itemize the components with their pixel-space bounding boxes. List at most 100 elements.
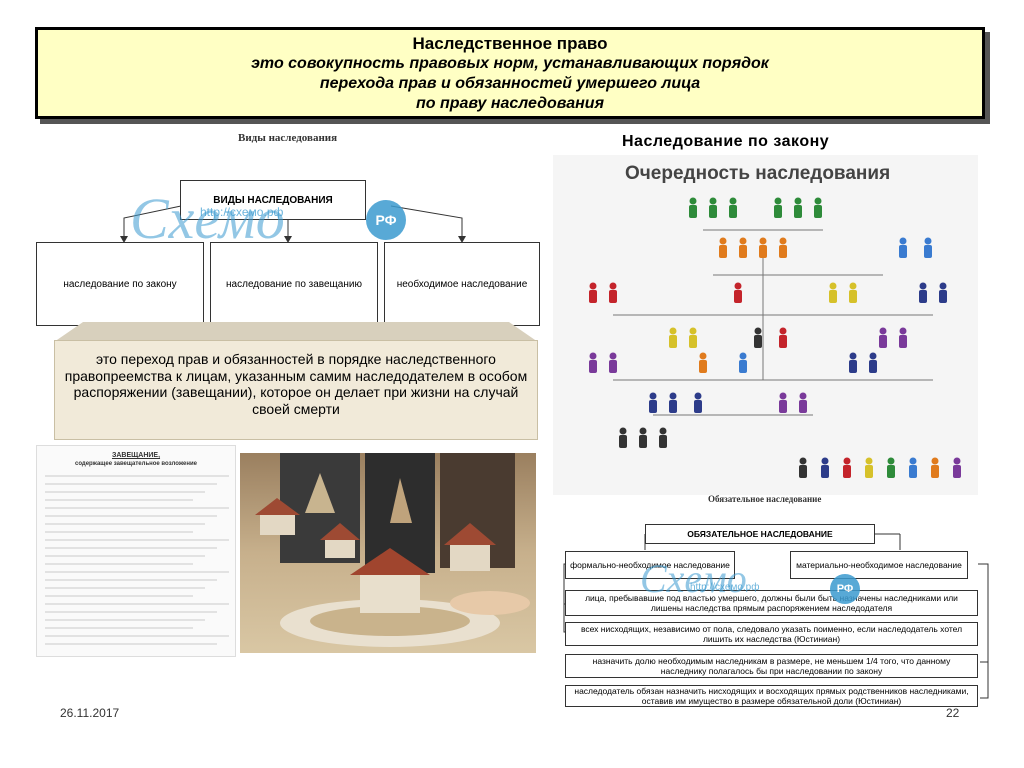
person-body: [669, 400, 677, 413]
person-body: [649, 400, 657, 413]
person-head: [589, 282, 597, 290]
person-head: [779, 237, 787, 245]
person-body: [694, 400, 702, 413]
definition-connector: [54, 322, 538, 342]
person-head: [887, 457, 895, 465]
person-head: [649, 392, 657, 400]
person-head: [709, 197, 717, 205]
houses-illustration: [255, 453, 530, 647]
person-head: [794, 197, 802, 205]
type-by-will: наследование по завещанию: [210, 242, 378, 326]
person-body: [939, 290, 947, 303]
person-body: [899, 245, 907, 258]
person-body: [899, 335, 907, 348]
person-head: [931, 457, 939, 465]
person-body: [589, 290, 597, 303]
person-body: [609, 360, 617, 373]
person-body: [887, 465, 895, 478]
person-head: [694, 392, 702, 400]
types-caption: Виды наследования: [238, 132, 338, 144]
person-body: [709, 205, 717, 218]
types-connectors: [120, 205, 466, 243]
definition-text: это переход прав и обязанностей в порядк…: [54, 340, 538, 440]
person-head: [659, 427, 667, 435]
person-body: [739, 360, 747, 373]
obligatory-caption: Обязательное наследование: [708, 494, 822, 504]
person-body: [865, 465, 873, 478]
person-body: [669, 335, 677, 348]
watermark-logo: Схемо: [130, 186, 285, 251]
person-head: [774, 197, 782, 205]
inheritance-order-panel: Очередность наследования: [553, 155, 978, 495]
person-body: [619, 435, 627, 448]
slide-number: 22: [946, 706, 960, 720]
person-head: [759, 237, 767, 245]
person-body: [734, 290, 742, 303]
obligatory-item-2: всех нисходящих, независимо от пола, сле…: [565, 622, 978, 646]
person-head: [869, 352, 877, 360]
person-body: [774, 205, 782, 218]
right-panel-title: Наследование по закону: [622, 133, 830, 150]
person-head: [924, 237, 932, 245]
person-head: [699, 352, 707, 360]
person-head: [829, 282, 837, 290]
person-body: [639, 435, 647, 448]
slide-date: 26.11.2017: [60, 706, 120, 720]
person-body: [699, 360, 707, 373]
person-head: [739, 237, 747, 245]
person-head: [609, 352, 617, 360]
obligatory-formal: формально-необходимое наследование: [565, 551, 735, 579]
person-head: [953, 457, 961, 465]
person-body: [729, 205, 737, 218]
person-body: [794, 205, 802, 218]
watermark-link: http://схемо.рф: [200, 205, 284, 219]
person-body: [754, 335, 762, 348]
person-body: [879, 335, 887, 348]
person-head: [899, 327, 907, 335]
will-document-lines: [45, 475, 229, 645]
person-head: [729, 197, 737, 205]
person-head: [669, 327, 677, 335]
obligatory-item-1: лица, пребывавшие под властью умершего, …: [565, 590, 978, 616]
person-head: [865, 457, 873, 465]
person-body: [779, 335, 787, 348]
person-body: [849, 360, 857, 373]
title-line-1: это совокупность правовых норм, устанавл…: [251, 55, 769, 72]
person-head: [754, 327, 762, 335]
type-by-law: наследование по закону: [36, 242, 204, 326]
houses-photo: [240, 453, 536, 653]
title-line-3: по праву наследования: [415, 95, 604, 112]
person-body: [909, 465, 917, 478]
person-body: [589, 360, 597, 373]
person-head: [799, 392, 807, 400]
person-body: [931, 465, 939, 478]
title-box: Наследственное право это совокупность пр…: [35, 27, 985, 119]
person-head: [734, 282, 742, 290]
person-body: [843, 465, 851, 478]
person-head: [589, 352, 597, 360]
person-head: [821, 457, 829, 465]
type-necessary: необходимое наследование: [384, 242, 540, 326]
person-body: [849, 290, 857, 303]
person-body: [953, 465, 961, 478]
person-body: [719, 245, 727, 258]
person-body: [689, 205, 697, 218]
person-body: [779, 400, 787, 413]
will-document-subtitle: содержащее завещательное возложение: [74, 461, 198, 467]
obligatory-watermark-link: http://схемо.рф: [690, 582, 760, 593]
person-head: [814, 197, 822, 205]
person-head: [669, 392, 677, 400]
inheritance-order-heading: Очередность наследования: [625, 163, 891, 184]
family-tree-graphic: [589, 197, 961, 478]
person-body: [829, 290, 837, 303]
person-body: [919, 290, 927, 303]
person-head: [689, 327, 697, 335]
person-head: [899, 237, 907, 245]
watermark-badge: РФ: [366, 200, 406, 240]
person-body: [869, 360, 877, 373]
person-head: [689, 197, 697, 205]
person-body: [821, 465, 829, 478]
person-body: [799, 400, 807, 413]
person-head: [849, 282, 857, 290]
slide-title: Наследственное право: [412, 34, 608, 53]
